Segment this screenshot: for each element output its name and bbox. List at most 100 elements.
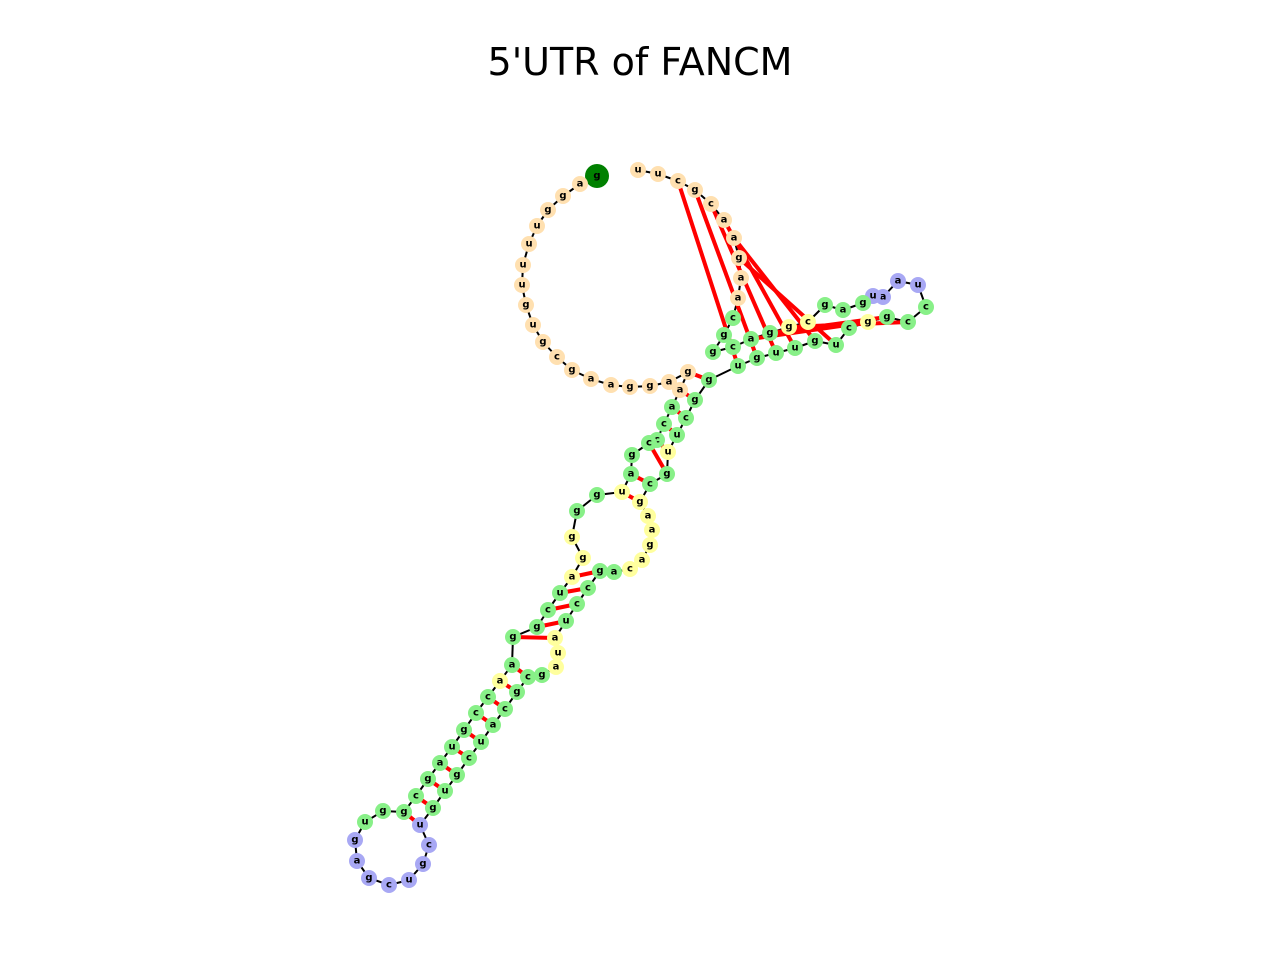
nucleotide-label: c: [627, 564, 633, 575]
nucleotide-node: [634, 552, 650, 568]
nucleotide-label: a: [490, 720, 497, 731]
nucleotide-label: g: [596, 566, 603, 577]
nucleotide-node: [762, 325, 778, 341]
nucleotide-node: [879, 309, 895, 325]
nucleotide-label: a: [649, 525, 656, 536]
nucleotide-node: [569, 596, 585, 612]
nucleotide-label: c: [426, 840, 432, 851]
nucleotide-node: [449, 767, 465, 783]
nucleotide-label: a: [639, 555, 646, 566]
nucleotide-label: c: [675, 176, 681, 187]
nucleotide-label: g: [429, 803, 436, 814]
nucleotide-node: [787, 340, 803, 356]
nucleotide-label: c: [485, 692, 491, 703]
nucleotide-node: [659, 466, 675, 482]
nucleotide-label: g: [579, 553, 586, 564]
nucleotide-label: u: [519, 260, 526, 271]
nucleotide-node: [425, 800, 441, 816]
nucleotide-label: g: [821, 300, 828, 311]
nucleotide-label: a: [577, 179, 584, 190]
nucleotide-label: g: [453, 770, 460, 781]
nucleotide-label: c: [923, 302, 929, 313]
nucleotide-node: [396, 804, 412, 820]
nucleotide-label: g: [513, 687, 520, 698]
nucleotide-label: g: [424, 774, 431, 785]
nucleotide-label: g: [753, 353, 760, 364]
nucleotide-node: [592, 563, 608, 579]
nucleotide-node: [705, 344, 721, 360]
nucleotide-node: [768, 345, 784, 361]
nucleotide-node: [664, 399, 680, 415]
nucleotide-label: u: [654, 169, 661, 180]
nucleotide-node: [492, 673, 508, 689]
nucleotide-label: g: [379, 806, 386, 817]
nucleotide-node: [918, 299, 934, 315]
nucleotide-label: a: [552, 633, 559, 644]
nucleotide-label: u: [869, 291, 876, 302]
nucleotide-node: [540, 602, 556, 618]
nucleotide-label: g: [859, 298, 866, 309]
nucleotide-label: u: [734, 361, 741, 372]
nucleotide-node: [749, 350, 765, 366]
nucleotide-node: [480, 689, 496, 705]
nucleotide-node: [575, 550, 591, 566]
nucleotide-label: u: [529, 320, 536, 331]
nucleotide-node: [650, 166, 666, 182]
nucleotide-label: g: [720, 330, 727, 341]
base-pair-layer: [402, 180, 909, 827]
nucleotide-node: [509, 684, 525, 700]
nucleotide-node: [860, 314, 876, 330]
nucleotide-node: [623, 466, 639, 482]
nucleotide-label: g: [419, 859, 426, 870]
nucleotide-node: [444, 739, 460, 755]
nucleotide-label: a: [880, 292, 887, 303]
nucleotide-label: c: [654, 435, 660, 446]
nucleotide-label: g: [400, 807, 407, 818]
nucleotide-node: [569, 503, 585, 519]
nucleotide-node: [781, 319, 797, 335]
nucleotide-node: [687, 182, 703, 198]
nucleotide-label: u: [405, 875, 412, 886]
nucleotide-label: c: [574, 599, 580, 610]
nucleotide-node: [534, 667, 550, 683]
nucleotide-label: c: [905, 317, 911, 328]
nucleotide-label: a: [437, 758, 444, 769]
nucleotide-node: [855, 295, 871, 311]
nucleotide-label: c: [646, 438, 652, 449]
nucleotide-node: [520, 669, 536, 685]
nucleotide-node: [555, 188, 571, 204]
nucleotide-label: c: [708, 199, 714, 210]
nucleotide-label: c: [805, 317, 811, 328]
nucleotide-label: a: [509, 660, 516, 671]
nucleotide-node: [716, 327, 732, 343]
nucleotide-node: [730, 358, 746, 374]
nucleotide-node: [361, 870, 377, 886]
nucleotide-node: [408, 788, 424, 804]
nucleotide-node: [504, 657, 520, 673]
nucleotide-node: [572, 176, 588, 192]
nucleotide-node: [473, 734, 489, 750]
nucleotide-label: c: [502, 704, 508, 715]
nucleotide-node: [630, 162, 646, 178]
nucleotide-label: g: [628, 450, 635, 461]
nucleotide-label: a: [748, 334, 755, 345]
nucleotide-node: [552, 585, 568, 601]
nucleotide-label: u: [562, 616, 569, 627]
nucleotide-node: [669, 427, 685, 443]
nucleotide-node: [807, 333, 823, 349]
nucleotide-node: [432, 755, 448, 771]
nucleotide-node: [661, 374, 677, 390]
nucleotide-node: [514, 277, 530, 293]
nucleotide-node: [521, 236, 537, 252]
nucleotide-node: [835, 302, 851, 318]
nucleotide-label: g: [544, 205, 551, 216]
nucleotide-node: [564, 529, 580, 545]
nucleotide-node: [622, 379, 638, 395]
nucleotide-label: u: [556, 588, 563, 599]
nucleotide-node: [421, 837, 437, 853]
nucleotide-node: [841, 320, 857, 336]
nucleotide-label: g: [539, 337, 546, 348]
nucleotide-label: u: [832, 340, 839, 351]
nucleotide-node: [733, 270, 749, 286]
nucleotide-label: c: [525, 672, 531, 683]
